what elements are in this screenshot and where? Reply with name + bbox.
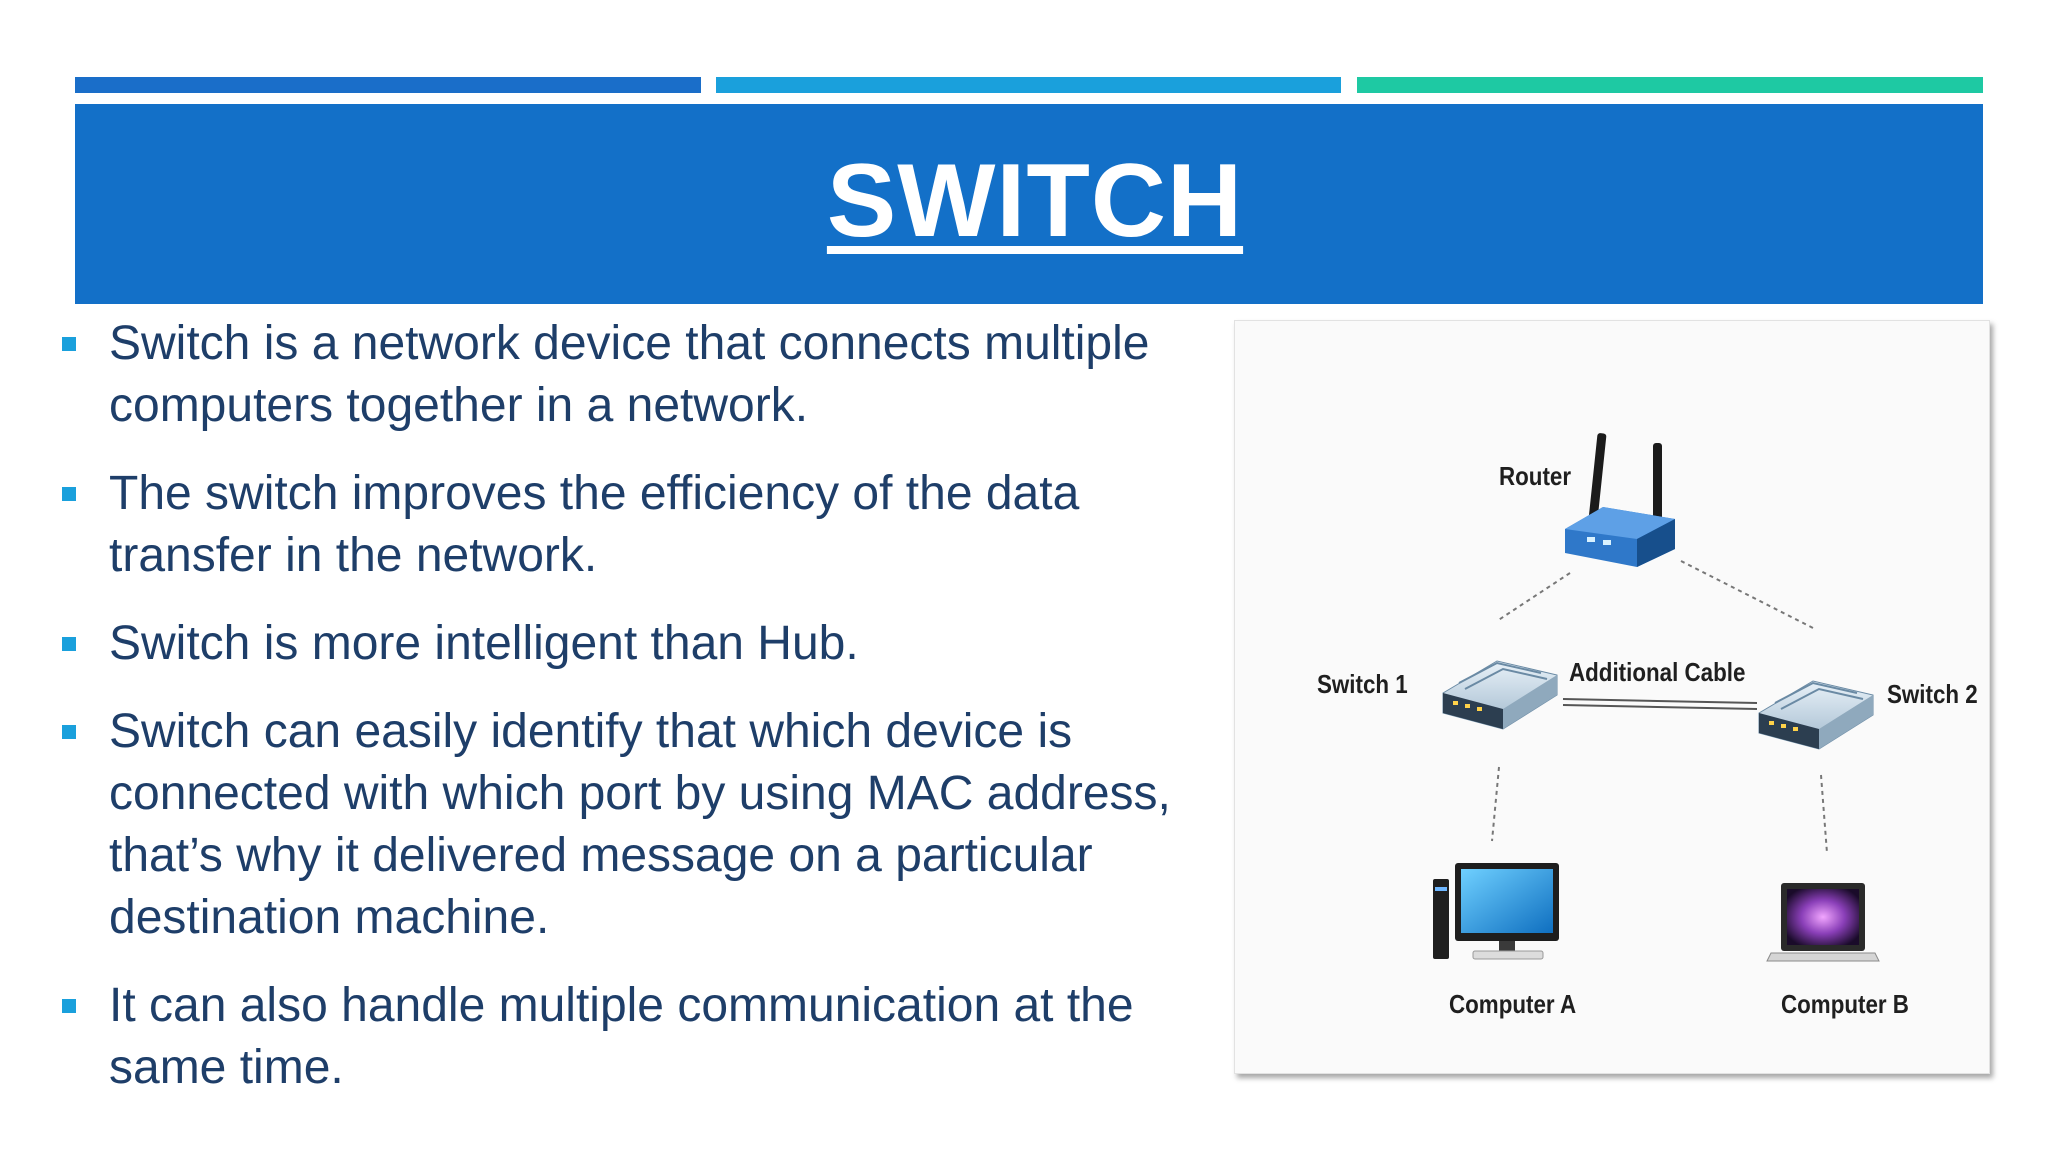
square-bullet-icon [62, 487, 76, 501]
square-bullet-icon [62, 725, 76, 739]
switch1-computer-a-link [1491, 766, 1500, 842]
router-switch2-link [1680, 560, 1816, 630]
bullet-item: Switch can easily identify that which de… [55, 701, 1185, 949]
bullet-item: The switch improves the efficiency of th… [55, 463, 1185, 587]
switch2-computer-b-link [1820, 774, 1828, 854]
bullet-list: Switch is a network device that connects… [55, 313, 1185, 1125]
square-bullet-icon [62, 999, 76, 1013]
bullet-text: It can also handle multiple communicatio… [109, 979, 1134, 1094]
accent-bar-left [75, 77, 701, 93]
bullet-item: It can also handle multiple communicatio… [55, 975, 1185, 1099]
bullet-text: The switch improves the efficiency of th… [109, 467, 1080, 582]
router-icon [1565, 433, 1675, 567]
bullet-item: Switch is more intelligent than Hub. [55, 613, 1185, 675]
switch-1-label: Switch 1 [1317, 669, 1408, 699]
accent-bar-right [1357, 77, 1983, 93]
square-bullet-icon [62, 337, 76, 351]
network-diagram-graphic [1433, 433, 1880, 962]
desktop-computer-icon [1433, 863, 1559, 960]
laptop-computer-icon [1766, 883, 1880, 962]
additional-cable-link [1562, 698, 1758, 710]
computer-b-label: Computer B [1781, 989, 1909, 1019]
slide-title: SWITCH [826, 143, 1244, 259]
additional-cable-label: Additional Cable [1569, 657, 1746, 687]
network-diagram: Router Switch 1 Additional Cable Switch … [1234, 320, 1990, 1074]
switch-2-icon [1758, 680, 1874, 750]
bullet-text: Switch can easily identify that which de… [109, 705, 1171, 944]
square-bullet-icon [62, 637, 76, 651]
accent-bar-middle [716, 77, 1341, 93]
bullet-text: Switch is a network device that connects… [109, 317, 1150, 432]
router-switch1-link [1496, 572, 1571, 622]
switch-1-icon [1442, 660, 1558, 730]
computer-a-label: Computer A [1449, 989, 1577, 1019]
bullet-text: Switch is more intelligent than Hub. [109, 617, 859, 670]
router-label: Router [1499, 461, 1572, 491]
title-banner: SWITCH [75, 104, 1983, 304]
bullet-item: Switch is a network device that connects… [55, 313, 1185, 437]
switch-2-label: Switch 2 [1887, 679, 1978, 709]
